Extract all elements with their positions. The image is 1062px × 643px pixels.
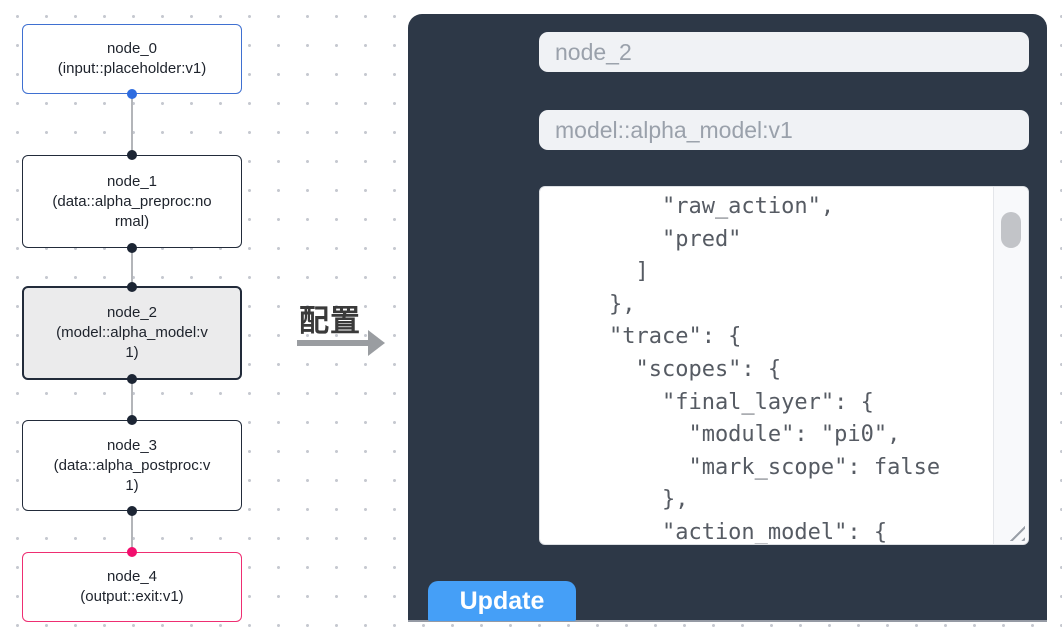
node-type: (model::alpha_model:v1) <box>56 324 208 361</box>
graph-node-node_2-selected[interactable]: node_2 (model::alpha_model:v1) <box>22 282 242 384</box>
edge-node1-node2 <box>131 248 133 286</box>
graph-node-node_0[interactable]: node_0 (input::placeholder:v1) <box>22 24 242 99</box>
node-name: node_2 <box>106 304 158 321</box>
node-input-port[interactable] <box>127 547 137 557</box>
node-output-port[interactable] <box>127 374 137 384</box>
right-arrow-shaft <box>297 340 369 346</box>
graph-node-node_3[interactable]: node_3 (data::alpha_postproc:v1) <box>22 415 242 516</box>
node-input-port[interactable] <box>127 282 137 292</box>
node-output-port[interactable] <box>127 89 137 99</box>
node-graph-canvas: node_0 (input::placeholder:v1) node_1 (d… <box>0 0 407 643</box>
graph-node-node_1[interactable]: node_1 (data::alpha_preproc:normal) <box>22 150 242 253</box>
node-name: node_3 <box>106 436 158 454</box>
edge-node2-node3 <box>131 380 133 420</box>
update-button-label: Update <box>459 586 545 615</box>
edge-node0-node1 <box>131 94 133 155</box>
node-input-port[interactable] <box>127 415 137 425</box>
node-name: node_4 <box>106 568 158 585</box>
graph-node-node_4[interactable]: node_4 (output::exit:v1) <box>22 547 242 622</box>
node-output-port[interactable] <box>127 506 137 516</box>
config-scrollbar-track[interactable] <box>993 187 1028 544</box>
update-button[interactable]: Update <box>428 581 576 621</box>
node-type: (data::alpha_postproc:v1) <box>53 456 211 494</box>
type-input[interactable] <box>539 110 1029 150</box>
config-scrollbar-thumb[interactable] <box>1001 212 1021 248</box>
node-config-panel: ID type config "raw_action", "pred" ] },… <box>408 14 1047 622</box>
annotation-label: 配置 <box>299 305 361 338</box>
node-type: (input::placeholder:v1) <box>57 60 207 77</box>
node-type: (output::exit:v1) <box>80 588 184 605</box>
node-output-port[interactable] <box>127 243 137 253</box>
config-textarea[interactable]: "raw_action", "pred" ] }, "trace": { "sc… <box>539 186 1029 545</box>
node-name: node_1 <box>106 172 158 190</box>
config-json-text: "raw_action", "pred" ] }, "trace": { "sc… <box>608 194 941 545</box>
right-arrow-icon <box>368 330 385 356</box>
node-type: (data::alpha_preproc:normal) <box>52 192 212 230</box>
edge-node3-node4 <box>131 511 133 552</box>
id-input[interactable] <box>539 32 1029 72</box>
node-name: node_0 <box>106 40 158 57</box>
node-input-port[interactable] <box>127 150 137 160</box>
